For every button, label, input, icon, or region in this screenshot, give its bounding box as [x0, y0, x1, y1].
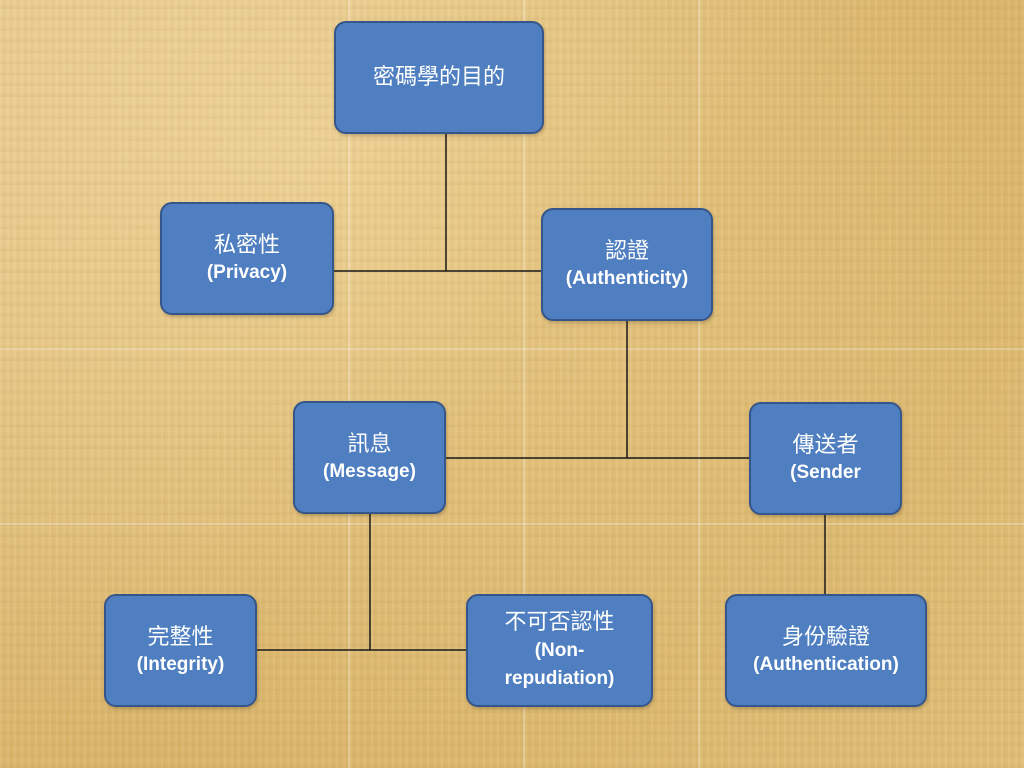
node-label-en: (Privacy): [206, 261, 288, 283]
node-label-en: (Authentication): [753, 653, 899, 675]
node-privacy: 私密性 (Privacy): [160, 202, 334, 315]
node-non-repudiation: 不可否認性 (Non-repudiation): [466, 594, 653, 707]
node-label-en: (Authenticity): [565, 267, 689, 289]
node-label-zh: 訊息: [347, 431, 392, 457]
node-message: 訊息 (Message): [293, 401, 446, 514]
node-sender: 傳送者 (Sender: [749, 402, 902, 515]
node-label-zh: 私密性: [213, 232, 280, 258]
node-label-zh: 傳送者: [792, 432, 859, 458]
node-label-zh: 密碼學的目的: [372, 64, 505, 90]
node-label-en: (Sender: [790, 461, 861, 483]
node-authenticity: 認證 (Authenticity): [541, 208, 713, 321]
node-label-zh: 完整性: [147, 624, 214, 650]
node-integrity: 完整性 (Integrity): [104, 594, 257, 707]
node-label-en: (Message): [323, 460, 416, 482]
node-label-zh: 認證: [604, 238, 649, 264]
node-label-en: (Non-repudiation): [504, 639, 615, 689]
node-cryptography-goals: 密碼學的目的: [334, 21, 544, 134]
node-label-en: (Integrity): [136, 653, 225, 675]
node-label-zh: 身份驗證: [781, 624, 870, 650]
node-authentication: 身份驗證 (Authentication): [725, 594, 927, 707]
node-label-zh: 不可否認性: [504, 609, 615, 635]
